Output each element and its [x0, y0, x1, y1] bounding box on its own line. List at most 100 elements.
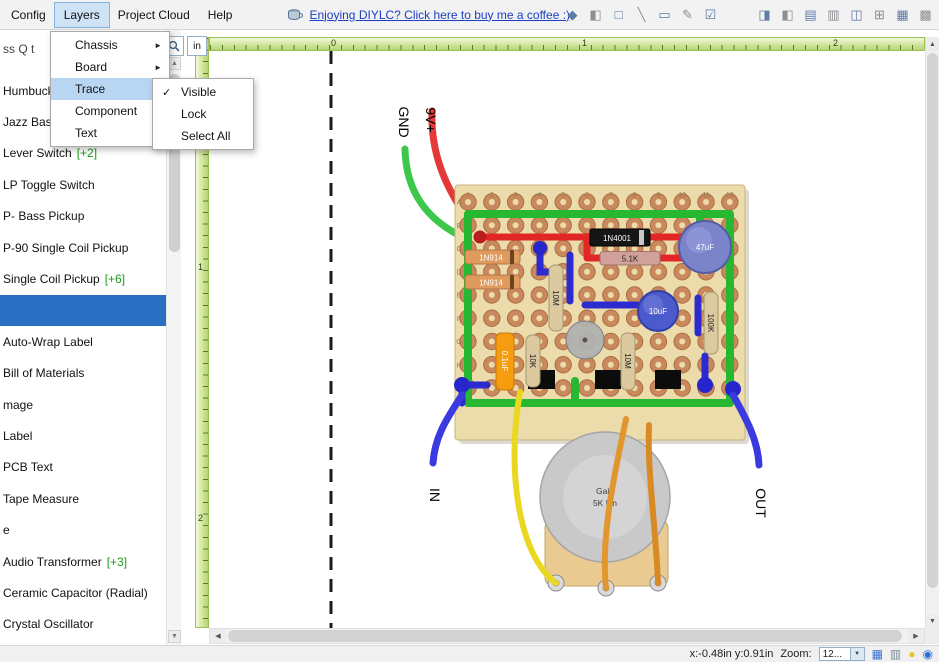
output-label[interactable]: OUT	[753, 488, 769, 518]
component-list-item[interactable]: Label	[0, 420, 166, 451]
scrollbar-thumb[interactable]	[169, 74, 180, 252]
component-list-item[interactable]	[0, 294, 166, 327]
plugin-icon[interactable]: ▥	[889, 647, 902, 661]
solder-joint-blue[interactable]	[697, 377, 713, 393]
toolbar-icon-align-h[interactable]: ▤	[804, 6, 817, 22]
toolbar-icon-ungroup[interactable]: □	[614, 7, 623, 22]
scroll-right-arrow[interactable]: ▶	[908, 629, 924, 643]
donate-link[interactable]: Enjoying DIYLC? Click here to buy me a c…	[309, 7, 571, 22]
gnd-label[interactable]: GND	[396, 106, 412, 137]
output-wire[interactable]	[729, 391, 763, 469]
part-label: 10M	[551, 290, 560, 306]
component-resistor-5k1[interactable]: 5.1K	[599, 251, 661, 266]
toolbar-icon-rect[interactable]: ▭	[658, 6, 671, 22]
component-capacitor-10uf[interactable]: 10uF	[637, 290, 679, 332]
red-traces[interactable]	[476, 233, 694, 262]
submenu-item-visible[interactable]: ✓ Visible	[153, 81, 253, 103]
toolbar-icon-edit[interactable]: ✎	[682, 6, 693, 22]
zoom-label: Zoom:	[780, 648, 812, 660]
network-icon[interactable]: ◉	[922, 647, 933, 661]
scroll-down-arrow[interactable]: ▼	[926, 614, 939, 628]
component-capacitor-01uf[interactable]: 0.1uF	[495, 332, 515, 391]
component-list-item[interactable]: Audio Transformer[+3]	[0, 546, 166, 577]
dropdown-arrow-icon[interactable]: ▼	[849, 648, 864, 660]
toolbar-icon-theme[interactable]: ▩	[919, 6, 932, 22]
input-wire[interactable]	[429, 391, 466, 467]
toolbar-icon-rename[interactable]: ☑	[704, 6, 717, 22]
scroll-up-arrow[interactable]: ▲	[926, 37, 939, 51]
solder-joint-blue[interactable]	[725, 381, 741, 397]
component-resistor-10k[interactable]: 10K	[525, 334, 541, 388]
toolbar-icon-align-v[interactable]: ▥	[827, 6, 840, 22]
toolbar-icon-flip-v[interactable]: ⊞	[874, 6, 885, 22]
component-capacitor-47uf[interactable]: 47uF	[678, 220, 732, 274]
solder-joint-red[interactable]	[473, 230, 487, 244]
solder-joint-blue[interactable]	[454, 377, 470, 393]
toolbar-icon-flip-h[interactable]: ◫	[850, 6, 863, 22]
component-list-item[interactable]: e	[0, 514, 166, 545]
scroll-down-arrow[interactable]: ▼	[168, 630, 181, 643]
scroll-left-arrow[interactable]: ◀	[210, 629, 226, 643]
toolbar-icon-line[interactable]: ╲	[637, 6, 646, 22]
scrollbar-thumb[interactable]	[228, 630, 902, 642]
menu-project-cloud[interactable]: Project Cloud	[117, 7, 190, 22]
menu-config[interactable]: Config	[11, 7, 46, 22]
zoom-select[interactable]: 12... ▼	[818, 647, 865, 661]
solder-joint-blue[interactable]	[533, 241, 547, 255]
part-label: 5.1K	[622, 255, 639, 264]
part-label: 100K	[706, 314, 715, 333]
unit-toggle-button[interactable]: in	[187, 36, 207, 56]
component-resistor-100k[interactable]: 100K	[703, 291, 719, 355]
component-list-item[interactable]: Bill of Materials	[0, 358, 166, 389]
input-label[interactable]: IN	[427, 488, 443, 502]
component-diode-1n4001[interactable]: 1N4001	[589, 228, 651, 247]
component-list-item[interactable]: P- Bass Pickup	[0, 201, 166, 232]
pot-wire-orange-2[interactable]	[645, 422, 661, 586]
tip-bulb-icon[interactable]: ●	[908, 647, 916, 661]
scrollbar-thumb[interactable]	[927, 53, 938, 588]
menu-item-chassis[interactable]: Chassis ►	[51, 34, 169, 56]
component-resistor-10m-a[interactable]: 10M	[548, 264, 564, 332]
coffee-cup-icon	[288, 8, 304, 20]
component-potentiometer[interactable]: Gain 5K Lin	[539, 431, 671, 597]
component-transistor[interactable]	[565, 320, 605, 360]
canvas-hscrollbar[interactable]: ◀ ▶	[209, 628, 925, 644]
toolbar-icon-grid[interactable]: ▦	[896, 6, 909, 22]
component-list-item[interactable]: LP Toggle Switch	[0, 169, 166, 200]
component-diode-1n914-1[interactable]: 1N914	[464, 249, 521, 265]
sidebar-scrollbar[interactable]: ▲ ▼	[166, 30, 181, 645]
pot-wire-orange-1[interactable]	[601, 416, 629, 591]
submenu-item-lock[interactable]: Lock	[153, 103, 253, 125]
component-list-item[interactable]: PCB Text	[0, 452, 166, 483]
component-list-item[interactable]: Single Coil Pickup[+6]	[0, 263, 166, 294]
toolbar-icon-send-backward[interactable]: ◨	[758, 6, 771, 22]
toolbar-icon-highlight[interactable]: ◆	[567, 6, 578, 22]
board-theme-icon[interactable]: ▦	[871, 647, 883, 661]
trace-cut[interactable]	[655, 370, 681, 389]
component-resistor-10m-b[interactable]: 10M	[620, 332, 636, 391]
toolbar-icon-group[interactable]: ◧	[589, 6, 602, 22]
board-grid-label: 1	[466, 192, 470, 199]
power-label[interactable]: 9V+	[423, 107, 439, 132]
menu-help[interactable]: Help	[207, 7, 233, 22]
green-traces[interactable]	[464, 210, 734, 407]
component-list-item[interactable]: Ceramic Capacitor (Radial)	[0, 577, 166, 608]
component-list-item[interactable]: mage	[0, 389, 166, 420]
component-list-label: Ceramic Capacitor (Radial)	[3, 585, 148, 600]
toolbar-icon-bring-forward[interactable]: ◧	[781, 6, 794, 22]
trace-cut[interactable]	[595, 370, 621, 389]
component-list-item[interactable]: P-90 Single Coil Pickup	[0, 232, 166, 263]
component-list-item[interactable]: Tape Measure	[0, 483, 166, 514]
pot-wire-yellow[interactable]	[511, 389, 559, 586]
submenu-item-select-all[interactable]: Select All	[153, 125, 253, 147]
blue-traces[interactable]	[458, 244, 709, 407]
drawing-canvas[interactable]: GND 9V+ 123456789101112ABCDEFGHI	[209, 51, 925, 628]
component-list-item[interactable]: Crystal Oscillator	[0, 609, 166, 640]
component-list-item[interactable]: Lever Switch[+2]	[0, 138, 166, 169]
component-diode-1n914-2[interactable]: 1N914	[464, 274, 521, 290]
menu-layers[interactable]: Layers	[53, 1, 110, 28]
menu-item-label: Lock	[181, 107, 207, 121]
menu-item-board[interactable]: Board ►	[51, 56, 169, 78]
canvas-vscrollbar[interactable]: ▲ ▼	[925, 37, 939, 628]
component-list-item[interactable]: Auto-Wrap Label	[0, 326, 166, 357]
